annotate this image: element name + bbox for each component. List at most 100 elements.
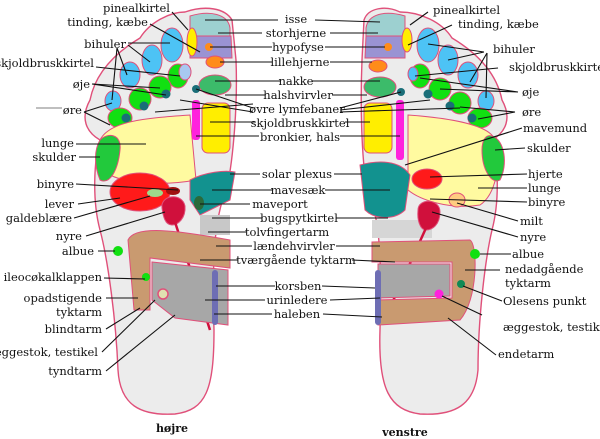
label-urinledere: urinledere (267, 293, 328, 307)
label-oeje-left: øje (522, 85, 539, 99)
label-tyktarm-left: tyktarm (505, 276, 551, 290)
label-skjoldbruskkirtel-center: skjoldbruskkirtel (251, 116, 350, 130)
left-thyroid-small (407, 66, 419, 82)
label-haleben: haleben (274, 307, 321, 321)
label-tinding-kaebe-right: tinding, kæbe (67, 15, 148, 29)
left-thyroid (363, 102, 393, 154)
label-tyktarm-right: tyktarm (56, 305, 102, 319)
label-nedadgaaende: nedadgående (505, 262, 584, 276)
label-tinding-kaebe-left: tinding, kæbe (458, 17, 539, 31)
left-bronchi (396, 100, 404, 160)
label-nyre-right: nyre (56, 229, 82, 243)
label-oeje-right: øje (73, 77, 90, 91)
label-solar-plexus: solar plexus (262, 167, 332, 181)
label-halshvirvler: halshvirvler (263, 88, 333, 102)
label-tyndtarm: tyndtarm (48, 364, 102, 378)
label-binyre-right: binyre (37, 177, 74, 191)
label-pinealkirtel-left: pinealkirtel (433, 3, 500, 17)
label-endetarm: endetarm (498, 347, 554, 361)
label-binyre-left: binyre (528, 195, 565, 209)
label-mavemund: mavemund (523, 121, 588, 135)
label-maveport: maveport (252, 197, 308, 211)
label-albue-left: albue (512, 247, 544, 261)
right-eye-ear-dots (121, 85, 200, 123)
right-colon (127, 230, 231, 311)
right-kidney (161, 196, 186, 226)
label-nyre-left: nyre (520, 230, 546, 244)
left-spine (375, 270, 381, 325)
label-opadstigende: opadstigende (24, 291, 103, 305)
leader-lines (36, 11, 528, 372)
right-thyroid-small (178, 63, 192, 81)
right-big-toe (189, 12, 231, 37)
right-elbow (113, 246, 123, 256)
label-korsben: korsben (275, 279, 322, 293)
center-labels: isse storhjerne hypofyse lillehjerne nak… (236, 12, 356, 321)
label-skjoldbruskkirtel-right: skjoldbruskkirtel (0, 56, 94, 70)
label-lunge-left: lunge (528, 181, 561, 195)
label-hjerte: hjerte (528, 167, 563, 181)
right-ovary (157, 288, 169, 300)
label-galdeblaere: galdeblære (6, 211, 72, 225)
right-thyroid (201, 102, 231, 154)
right-duodenum (200, 215, 230, 235)
right-foot (84, 7, 238, 415)
label-albue-right: albue (62, 244, 94, 258)
label-milt: milt (520, 214, 543, 228)
label-tolvfingertarm: tolvfingertarm (245, 225, 329, 239)
left-kidney (417, 200, 441, 231)
label-bihuler-right: bihuler (84, 37, 126, 51)
label-oevre-lymfebaner: øvre lymfebaner (249, 102, 345, 116)
left-shoulder (481, 135, 505, 182)
label-isse: isse (285, 12, 307, 26)
left-heart (411, 168, 443, 190)
left-ovary (434, 289, 444, 299)
label-laendehvirvler: lændehvirvler (253, 239, 335, 253)
left-pineal (401, 27, 413, 53)
left-cerebellum (368, 59, 388, 73)
right-hypophysis (205, 43, 213, 51)
label-skulder-left: skulder (527, 141, 571, 155)
right-spine (212, 270, 218, 325)
left-hypophysis (384, 43, 392, 51)
label-skjoldbruskkirtel-left: skjoldbruskkirtel (509, 60, 600, 74)
left-pancreas (372, 220, 432, 238)
right-small-intestine (151, 261, 229, 326)
label-aeggestok-testikel-left: æggestok, testikel (503, 320, 600, 334)
label-aeggestok-testikel-right: æggestok, testikel (0, 345, 98, 359)
label-olesens-punkt: Olesens punkt (503, 294, 587, 308)
label-lever: lever (45, 197, 75, 211)
caption-hoejre: højre (156, 422, 188, 435)
label-bihuler-left: bihuler (493, 42, 535, 56)
label-nakke: nakke (278, 74, 313, 88)
label-blindtarm: blindtarm (45, 322, 102, 336)
right-adrenal (166, 187, 180, 195)
label-hypofyse: hypofyse (272, 40, 324, 54)
label-skulder-right: skulder (32, 150, 76, 164)
right-foot-outline (84, 7, 238, 415)
right-bronchi (192, 100, 200, 140)
label-lunge-right: lunge (41, 136, 74, 150)
label-ileocoekalklappen: ileocøkalklappen (4, 270, 103, 284)
label-bugspytkirtel: bugspytkirtel (260, 211, 338, 225)
left-neck (363, 76, 397, 98)
left-foot (359, 7, 508, 415)
label-bronkier-hals: bronkier, hals (260, 130, 340, 144)
right-gallbladder (147, 189, 163, 197)
right-shoulder (95, 134, 121, 182)
right-pylorus (194, 196, 204, 210)
right-foot-labels: pinealkirtel tinding, kæbe bihuler skjol… (0, 1, 170, 378)
left-big-toe (365, 12, 406, 37)
left-elbow (470, 249, 480, 259)
label-mavesaek: mavesæk (271, 183, 327, 197)
caption-venstre: venstre (381, 426, 427, 439)
label-oere-right: øre (63, 103, 82, 117)
label-storhjerne: storhjerne (266, 26, 327, 40)
right-pineal (186, 27, 198, 57)
label-tvaergaaende-tyktarm: tværgående tyktarm (236, 253, 356, 267)
label-oere-left: øre (522, 105, 541, 119)
left-sinuses (416, 27, 495, 112)
left-foot-labels: pinealkirtel tinding, kæbe bihuler skjol… (433, 3, 600, 361)
